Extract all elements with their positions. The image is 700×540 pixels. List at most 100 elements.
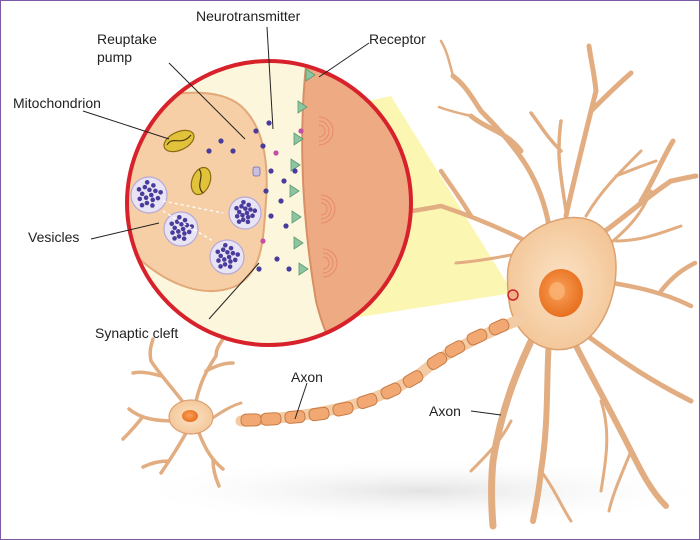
label-reuptake-line2: pump bbox=[97, 49, 133, 65]
vesicle-neurotransmitter bbox=[223, 243, 228, 248]
neurotransmitter-molecule bbox=[263, 188, 269, 194]
receptor bbox=[293, 236, 304, 250]
myelin-sheath bbox=[308, 406, 330, 422]
neurotransmitter-molecule bbox=[256, 266, 262, 272]
receptor bbox=[293, 132, 304, 146]
neurotransmitter-molecule bbox=[260, 143, 266, 149]
vesicle-neurotransmitter bbox=[150, 197, 156, 203]
vesicle-neurotransmitter bbox=[225, 249, 230, 255]
myelin-sheath bbox=[402, 370, 424, 388]
large-neuron-lower-branches bbox=[469, 327, 694, 530]
vesicle-neurotransmitter bbox=[228, 259, 233, 264]
ripple bbox=[322, 256, 330, 270]
neurotransmitter-molecule bbox=[253, 128, 259, 134]
vesicle-neurotransmitter bbox=[245, 219, 251, 225]
vesicle-neurotransmitter bbox=[142, 184, 148, 190]
vesicle-neurotransmitter bbox=[241, 199, 246, 205]
vesicle-neurotransmitter bbox=[215, 249, 221, 255]
vesicle-neurotransmitter bbox=[175, 229, 181, 234]
vesicle-neurotransmitter bbox=[158, 189, 163, 195]
synapse-marker bbox=[507, 289, 519, 301]
vesicle-neurotransmitter bbox=[227, 264, 233, 269]
neurotransmitter-molecule bbox=[268, 213, 274, 219]
receptor bbox=[289, 184, 300, 198]
myelin-sheath bbox=[444, 340, 466, 358]
leader-axon-large bbox=[470, 410, 502, 416]
neurotransmitter-molecule bbox=[218, 138, 224, 144]
neurotransmitter-molecule bbox=[268, 168, 274, 174]
neurotransmitter-molecule bbox=[278, 198, 284, 204]
reuptake-pump bbox=[252, 166, 261, 177]
vesicle-neurotransmitter bbox=[179, 221, 184, 227]
myelin-sheath bbox=[466, 328, 488, 346]
neurotransmitter-molecule bbox=[266, 120, 272, 126]
vesicle-neurotransmitter bbox=[246, 202, 251, 208]
label-axon-small: Axon bbox=[291, 369, 323, 385]
mitochondria bbox=[163, 129, 212, 196]
receptor bbox=[297, 100, 308, 114]
ripple bbox=[318, 116, 334, 146]
vesicle-neurotransmitter bbox=[216, 258, 221, 263]
ripple bbox=[320, 194, 336, 224]
myelin-sheath bbox=[240, 413, 262, 427]
neurotransmitter-molecule bbox=[286, 266, 292, 272]
neurotransmitter-molecule bbox=[273, 150, 279, 156]
vesicle-neurotransmitter bbox=[226, 254, 232, 260]
vesicle-neurotransmitter bbox=[243, 206, 248, 211]
leader-vesicles bbox=[90, 222, 160, 240]
vesicle-neurotransmitter bbox=[239, 204, 244, 209]
label-vesicles: Vesicles bbox=[28, 229, 80, 245]
vesicle-neurotransmitter bbox=[153, 188, 158, 194]
vesicle-neurotransmitter bbox=[181, 236, 187, 241]
vesicle-neurotransmitter bbox=[180, 226, 186, 232]
vesicle-neurotransmitter bbox=[240, 217, 246, 223]
vesicle-neurotransmitter bbox=[235, 252, 241, 257]
vesicle-neurotransmitter bbox=[244, 210, 250, 216]
label-mitochondrion: Mitochondrion bbox=[13, 95, 101, 111]
receptor bbox=[291, 210, 302, 224]
receptor bbox=[305, 68, 316, 82]
vesicle-neurotransmitter bbox=[228, 245, 234, 251]
ground-shadow bbox=[121, 457, 699, 525]
vesicle-neurotransmitter bbox=[240, 212, 245, 218]
vesicle-neurotransmitter bbox=[139, 202, 145, 208]
ripple bbox=[322, 248, 338, 278]
vesicle-neurotransmitter bbox=[234, 214, 240, 219]
neurotransmitter-molecule bbox=[274, 256, 280, 262]
vesicle-neurotransmitter bbox=[245, 214, 251, 220]
vesicle-neurotransmitter bbox=[172, 236, 177, 241]
label-neurotransmitter: Neurotransmitter bbox=[196, 8, 301, 24]
vesicle-neurotransmitter bbox=[176, 234, 182, 239]
leader-reuptake-pump bbox=[168, 62, 246, 140]
receptors bbox=[289, 68, 316, 276]
vesicle-neurotransmitter bbox=[234, 205, 239, 211]
neurotransmitter-molecule bbox=[206, 148, 212, 154]
ripple bbox=[322, 252, 334, 274]
large-neuron-nucleolus bbox=[549, 282, 565, 300]
leader-synaptic-cleft bbox=[208, 262, 260, 320]
leader-lines bbox=[82, 26, 502, 420]
myelin-sheath bbox=[284, 410, 306, 424]
vesicle-transport-arrows bbox=[162, 200, 224, 242]
myelin-sheath bbox=[332, 401, 354, 417]
vesicle-neurotransmitter bbox=[172, 225, 178, 231]
leader-axon-small bbox=[294, 382, 308, 420]
neurotransmitter-molecule bbox=[230, 148, 236, 154]
vesicle-neurotransmitter bbox=[186, 229, 192, 235]
vesicle-neurotransmitter bbox=[221, 257, 227, 262]
vesicle-neurotransmitter bbox=[136, 187, 142, 192]
myelin-sheaths bbox=[240, 318, 510, 427]
receptor bbox=[298, 262, 309, 276]
receptor-ripples bbox=[318, 116, 338, 278]
label-synaptic-cleft: Synaptic cleft bbox=[95, 325, 179, 341]
vesicle-neurotransmitter bbox=[137, 196, 143, 202]
vesicle-neurotransmitter bbox=[169, 221, 175, 227]
ripple bbox=[318, 120, 330, 142]
vesicle-neurotransmitter bbox=[177, 215, 182, 220]
receptor bbox=[290, 158, 301, 172]
ripple bbox=[320, 198, 332, 220]
ripple bbox=[320, 202, 328, 216]
vesicle-neurotransmitter bbox=[218, 264, 223, 269]
